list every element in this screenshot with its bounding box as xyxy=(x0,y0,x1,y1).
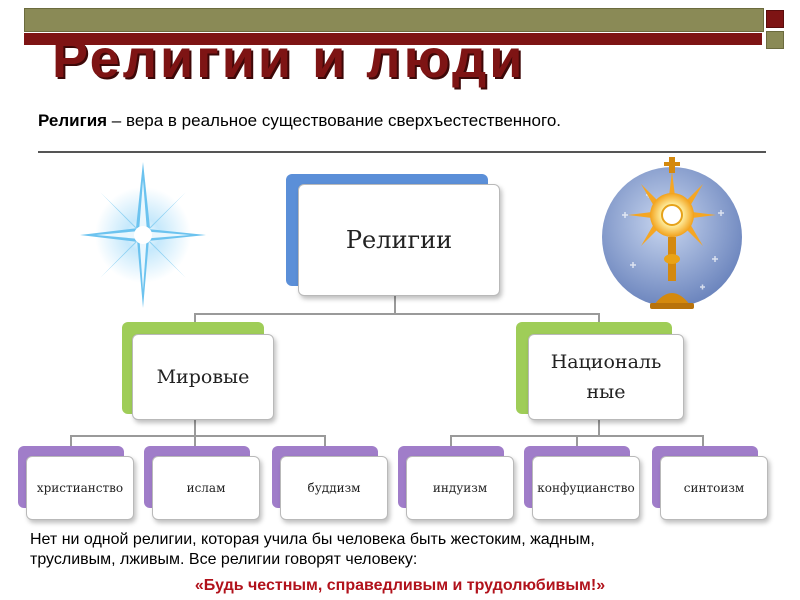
node-national-label-line1: Националь xyxy=(551,347,662,377)
definition-term: Религия xyxy=(38,111,107,130)
footer-line-1: Нет ни одной религии, которая учила бы ч… xyxy=(30,530,770,550)
leaf-label: синтоизм xyxy=(684,481,744,495)
corner-square-red xyxy=(766,10,784,28)
node-national-label-line2: ные xyxy=(586,377,625,407)
node-national: Националь ные xyxy=(528,334,684,420)
definition: Религия – вера в реальное существование … xyxy=(38,111,561,131)
slogan: «Будь честным, справедливым и трудолюбив… xyxy=(0,577,800,595)
footer-line-2: трусливым, лживым. Все религии говорят ч… xyxy=(30,550,770,570)
slide-title: Религии и люди xyxy=(52,29,525,89)
leaf-shinto: синтоизм xyxy=(660,456,768,520)
leaf-confucianism: конфуцианство xyxy=(532,456,640,520)
leaf-label: ислам xyxy=(187,481,226,495)
leaf-label: индуизм xyxy=(433,481,487,495)
leaf-buddhism: буддизм xyxy=(280,456,388,520)
footer-text: Нет ни одной религии, которая учила бы ч… xyxy=(30,530,770,570)
connector xyxy=(194,313,600,315)
connector xyxy=(394,296,396,314)
corner-square-olive xyxy=(766,31,784,49)
leaf-label: буддизм xyxy=(308,481,361,495)
node-world: Мировые xyxy=(132,334,274,420)
star-icon xyxy=(78,160,208,310)
connector xyxy=(194,420,196,436)
definition-text: – вера в реальное существование сверхъес… xyxy=(107,111,561,130)
leaf-hinduism: индуизм xyxy=(406,456,514,520)
leaf-label: конфуцианство xyxy=(537,481,634,495)
connector xyxy=(598,420,600,436)
monstrance-icon xyxy=(600,155,744,317)
node-root-label: Религии xyxy=(346,226,452,254)
leaf-christianity: христианство xyxy=(26,456,134,520)
node-root: Религии xyxy=(298,184,500,296)
divider xyxy=(38,151,766,153)
leaf-islam: ислам xyxy=(152,456,260,520)
connector xyxy=(70,435,326,437)
node-world-label: Мировые xyxy=(157,366,250,388)
leaf-label: христианство xyxy=(37,481,123,495)
